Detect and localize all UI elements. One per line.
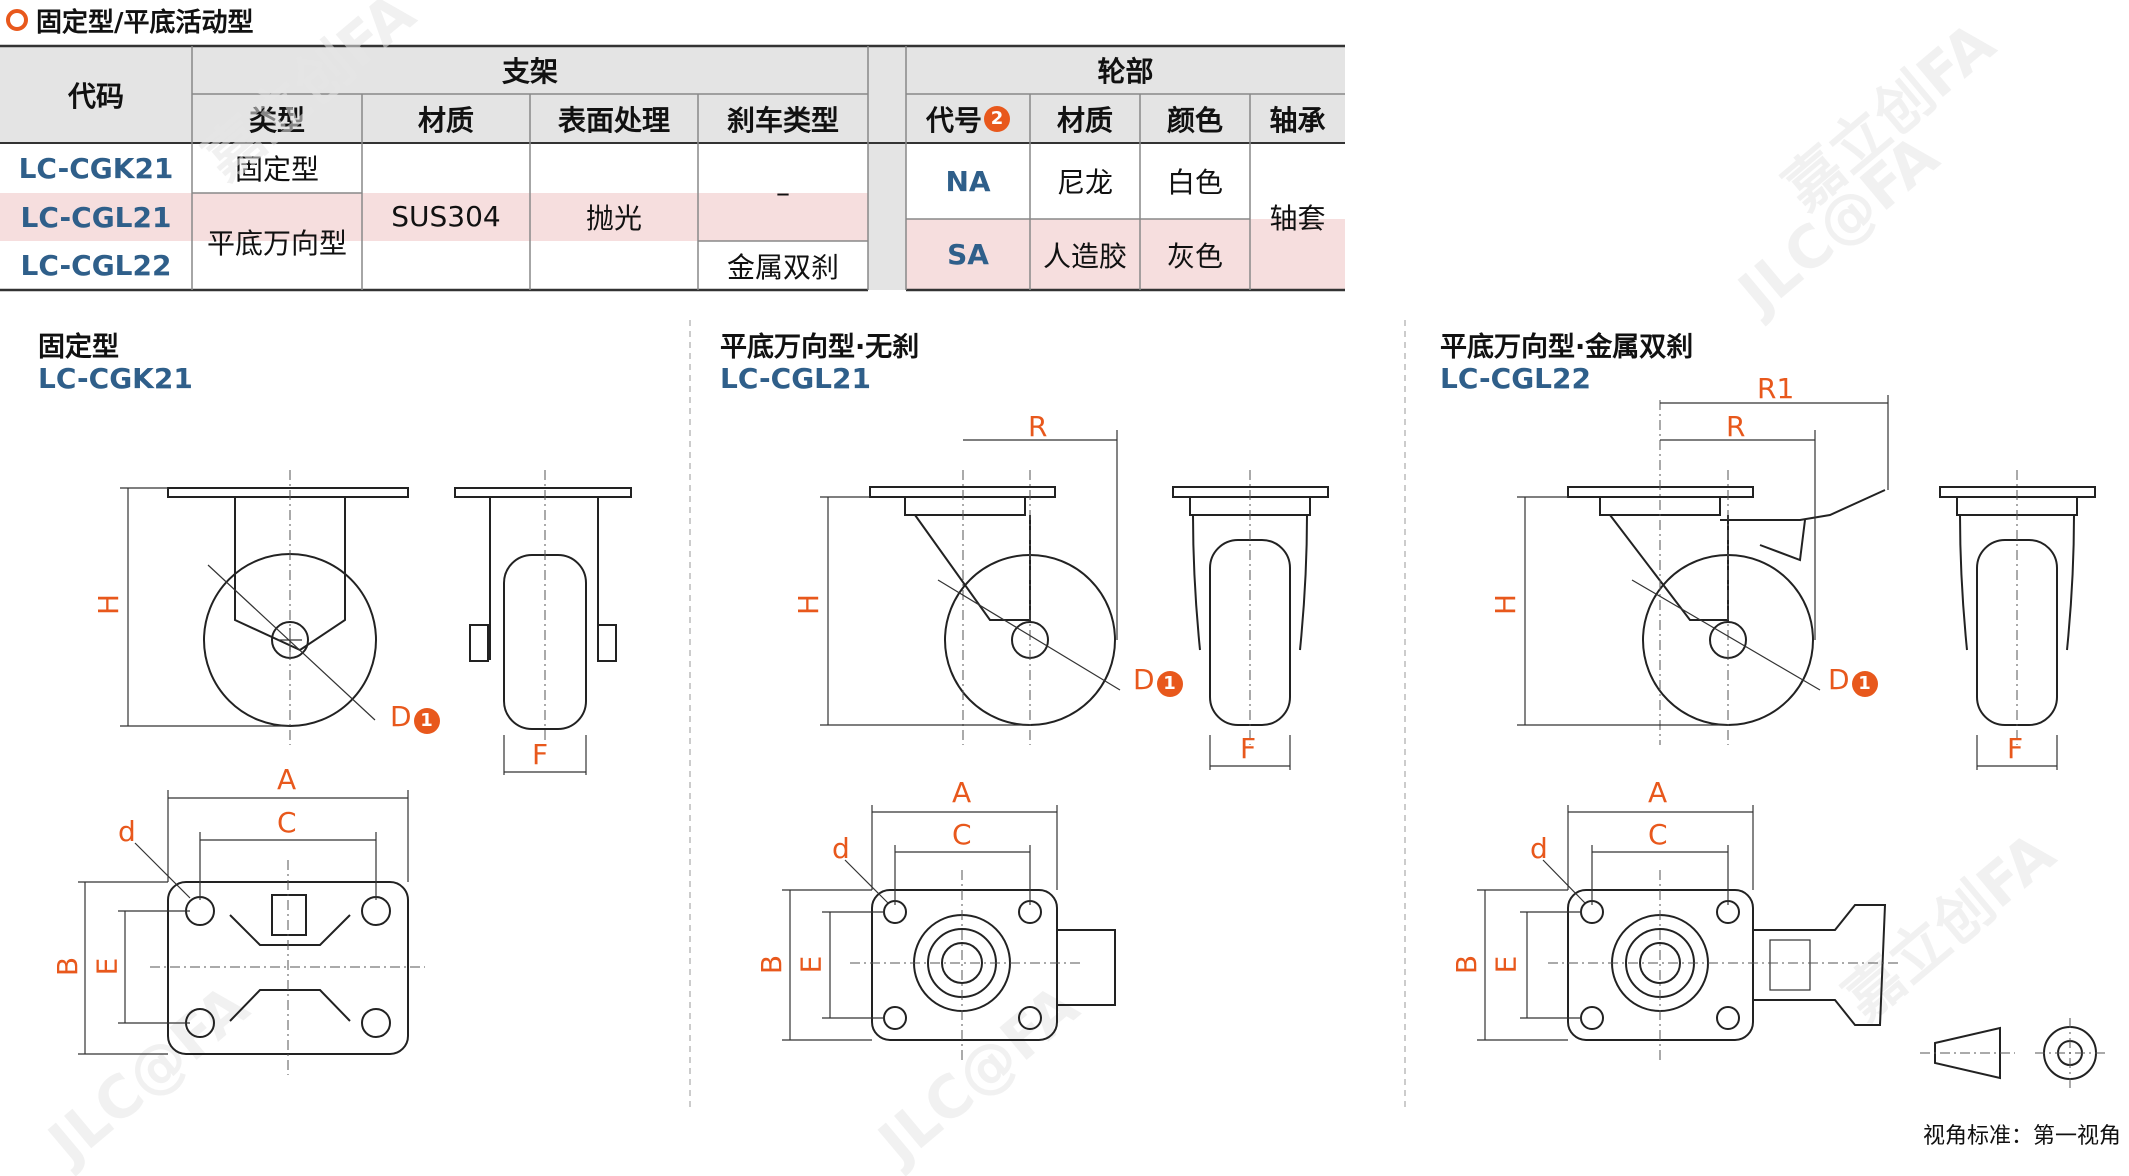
brake-metal-cell: 金属双刹 bbox=[726, 250, 839, 284]
dim-label-f: F bbox=[532, 738, 549, 771]
dim-label-a: A bbox=[1648, 776, 1668, 809]
wheel-color-cell: 灰色 bbox=[1166, 239, 1223, 273]
swivel-caster-front-view bbox=[820, 430, 1121, 745]
dim-label-h: H bbox=[1489, 593, 1523, 616]
note-badge-2: 2 bbox=[984, 105, 1010, 132]
note-badge-1: 1 bbox=[1156, 670, 1183, 697]
dim-label-d-text: D bbox=[1133, 663, 1155, 696]
wheel-code-cell: SA bbox=[947, 238, 989, 271]
dim-label-e: E bbox=[90, 957, 124, 976]
sub-header-brake: 刹车类型 bbox=[726, 103, 839, 137]
projection-note: 视角标准：第一视角 bbox=[1922, 1124, 2121, 1149]
swivel-caster-side-view bbox=[1172, 470, 1329, 770]
sub-header-color: 颜色 bbox=[1166, 103, 1223, 137]
sub-header-type: 类型 bbox=[248, 103, 305, 137]
fixed-caster-front-view bbox=[120, 470, 409, 745]
drawing-code: LC-CGL22 bbox=[1440, 362, 1591, 395]
dim-label-r: R bbox=[1028, 410, 1048, 443]
dim-label-f: F bbox=[2007, 732, 2024, 765]
wheel-code-label: 代号 bbox=[925, 103, 982, 137]
brake-caster-front-view bbox=[1517, 395, 1889, 745]
fixed-caster-side-view bbox=[454, 470, 632, 775]
wheel-code-cell: NA bbox=[945, 164, 991, 198]
note-badge-1: 1 bbox=[413, 707, 440, 734]
drawing-code: LC-CGL21 bbox=[720, 362, 871, 395]
dim-label-d-hole: d bbox=[832, 832, 850, 865]
col-header-wheel: 轮部 bbox=[1097, 55, 1154, 88]
col-header-code: 代码 bbox=[67, 79, 124, 113]
dim-label-a: A bbox=[952, 776, 972, 809]
sub-header-material: 材质 bbox=[417, 103, 474, 137]
note-badge-1: 1 bbox=[1851, 670, 1878, 697]
col-header-bracket: 支架 bbox=[501, 55, 558, 88]
technical-drawings bbox=[78, 320, 2105, 1110]
sub-header-surface: 表面处理 bbox=[557, 103, 670, 137]
brake-caster-top-view bbox=[1477, 805, 1900, 1060]
spec-table-grid bbox=[0, 44, 1345, 292]
dim-label-b: B bbox=[755, 954, 789, 975]
drawing-title: 平底万向型·金属双刹 bbox=[1440, 332, 1694, 363]
bearing-cell: 轴套 bbox=[1269, 201, 1326, 235]
dim-label-d-hole: d bbox=[1530, 832, 1548, 865]
dim-label-d-hole: d bbox=[118, 815, 136, 848]
sub-header-wheel-material: 材质 bbox=[1056, 103, 1113, 137]
section-title: 固定型/平底活动型 bbox=[6, 2, 254, 38]
surface-cell: 抛光 bbox=[585, 201, 642, 235]
circle-bullet-icon bbox=[6, 9, 28, 31]
dim-label-c: C bbox=[1648, 818, 1668, 851]
wheel-material-cell: 人造胶 bbox=[1042, 239, 1127, 273]
drawing-code: LC-CGK21 bbox=[38, 362, 193, 395]
wheel-color-cell: 白色 bbox=[1166, 166, 1223, 199]
dim-label-c: C bbox=[952, 818, 972, 851]
swivel-caster-top-view bbox=[782, 805, 1116, 1060]
fixed-caster-top-view bbox=[78, 790, 425, 1075]
dim-label-d-text: D bbox=[1828, 663, 1850, 696]
drawing-title: 固定型 bbox=[38, 332, 119, 363]
dim-label-r1: R1 bbox=[1757, 372, 1795, 405]
dim-label-r: R bbox=[1726, 410, 1746, 443]
brake-caster-side-view bbox=[1939, 470, 2096, 770]
type-swivel-cell: 平底万向型 bbox=[206, 226, 347, 260]
dim-label-b: B bbox=[1450, 954, 1484, 975]
dim-label-e: E bbox=[794, 955, 828, 974]
first-angle-projection-icon bbox=[1920, 1018, 2105, 1088]
brake-none-cell: – bbox=[776, 175, 790, 209]
code-cell: LC-CGK21 bbox=[18, 151, 174, 185]
code-cell: LC-CGL22 bbox=[20, 249, 172, 282]
dim-label-b: B bbox=[51, 956, 85, 977]
wheel-material-cell: 尼龙 bbox=[1056, 166, 1113, 199]
dim-label-c: C bbox=[277, 806, 297, 839]
dim-label-a: A bbox=[277, 763, 297, 796]
dim-label-h: H bbox=[92, 593, 126, 616]
drawing-title: 平底万向型·无刹 bbox=[720, 332, 920, 363]
dim-label-f: F bbox=[1240, 732, 1257, 765]
material-cell: SUS304 bbox=[391, 200, 501, 233]
dim-label-h: H bbox=[792, 593, 826, 616]
dim-label-d-text: D bbox=[390, 700, 412, 733]
code-cell: LC-CGL21 bbox=[20, 200, 172, 234]
dim-label-e: E bbox=[1489, 955, 1523, 974]
type-fixed-cell: 固定型 bbox=[234, 153, 319, 186]
section-title-text: 固定型/平底活动型 bbox=[36, 7, 254, 38]
sub-header-bearing: 轴承 bbox=[1269, 103, 1326, 137]
